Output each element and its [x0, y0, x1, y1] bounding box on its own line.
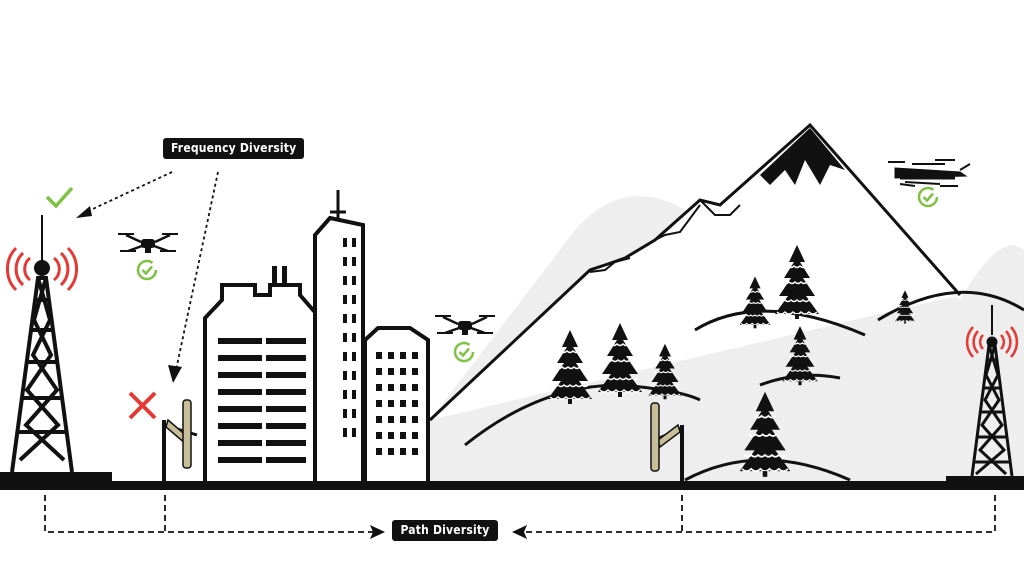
window [266, 406, 306, 412]
quadcopter-drone-icon [433, 314, 497, 337]
window [343, 314, 347, 323]
window [218, 389, 262, 395]
window [412, 384, 418, 391]
window [376, 448, 382, 455]
window [376, 368, 382, 375]
window [266, 338, 306, 344]
window [400, 352, 406, 359]
window [343, 352, 347, 361]
window [218, 355, 262, 361]
building-windows [376, 352, 418, 455]
window [412, 432, 418, 439]
window [412, 448, 418, 455]
window [376, 352, 382, 359]
window [266, 457, 306, 463]
window [400, 368, 406, 375]
window [352, 352, 356, 361]
window [218, 338, 262, 344]
window [352, 371, 356, 380]
window [218, 440, 262, 446]
window [352, 409, 356, 418]
window [218, 372, 262, 378]
window [352, 276, 356, 285]
window [266, 440, 306, 446]
window [376, 384, 382, 391]
window [400, 384, 406, 391]
window [352, 390, 356, 399]
window [376, 400, 382, 407]
window [352, 333, 356, 342]
window [400, 432, 406, 439]
panel-antenna-icon [650, 402, 684, 482]
window [376, 432, 382, 439]
window [218, 423, 262, 429]
check-circle-icon [136, 259, 158, 281]
window [343, 371, 347, 380]
window [343, 238, 347, 247]
window [266, 355, 306, 361]
radio-tower-icon [10, 215, 74, 473]
check-circle-icon [453, 341, 475, 363]
window [376, 416, 382, 423]
building-windows [343, 238, 356, 437]
window [343, 409, 347, 418]
window [400, 448, 406, 455]
ground-line [0, 481, 1024, 490]
window [388, 416, 394, 423]
quadcopter-drone-icon [116, 232, 180, 255]
window [388, 448, 394, 455]
window [352, 257, 356, 266]
window [266, 423, 306, 429]
window [343, 257, 347, 266]
radio-signal-waves [5, 246, 79, 292]
window [343, 390, 347, 399]
window [388, 400, 394, 407]
window [266, 389, 306, 395]
checkmark-icon [45, 186, 74, 209]
window [343, 333, 347, 342]
window [412, 400, 418, 407]
radio-signal-waves [965, 326, 1019, 358]
window [412, 352, 418, 359]
window [388, 432, 394, 439]
window [343, 428, 347, 437]
window [266, 372, 306, 378]
panel-antenna-icon [162, 399, 198, 482]
window [388, 384, 394, 391]
window [400, 416, 406, 423]
window [343, 295, 347, 304]
window [412, 416, 418, 423]
window [218, 406, 262, 412]
window [400, 400, 406, 407]
window [218, 457, 262, 463]
window [352, 428, 356, 437]
window [352, 238, 356, 247]
window [388, 352, 394, 359]
window [352, 314, 356, 323]
window [352, 295, 356, 304]
frequency-diversity-arrows [81, 171, 219, 371]
x-mark-icon [128, 391, 157, 420]
building-windows [218, 338, 306, 463]
vtol-drone-icon [888, 159, 971, 187]
window [388, 368, 394, 375]
path-diversity-arrows [44, 495, 996, 533]
window [412, 368, 418, 375]
window [343, 276, 347, 285]
snow-cap [760, 128, 845, 185]
path-diversity-label: Path Diversity [392, 520, 498, 541]
frequency-diversity-label: Frequency Diversity [163, 138, 304, 159]
check-circle-icon [917, 186, 939, 208]
